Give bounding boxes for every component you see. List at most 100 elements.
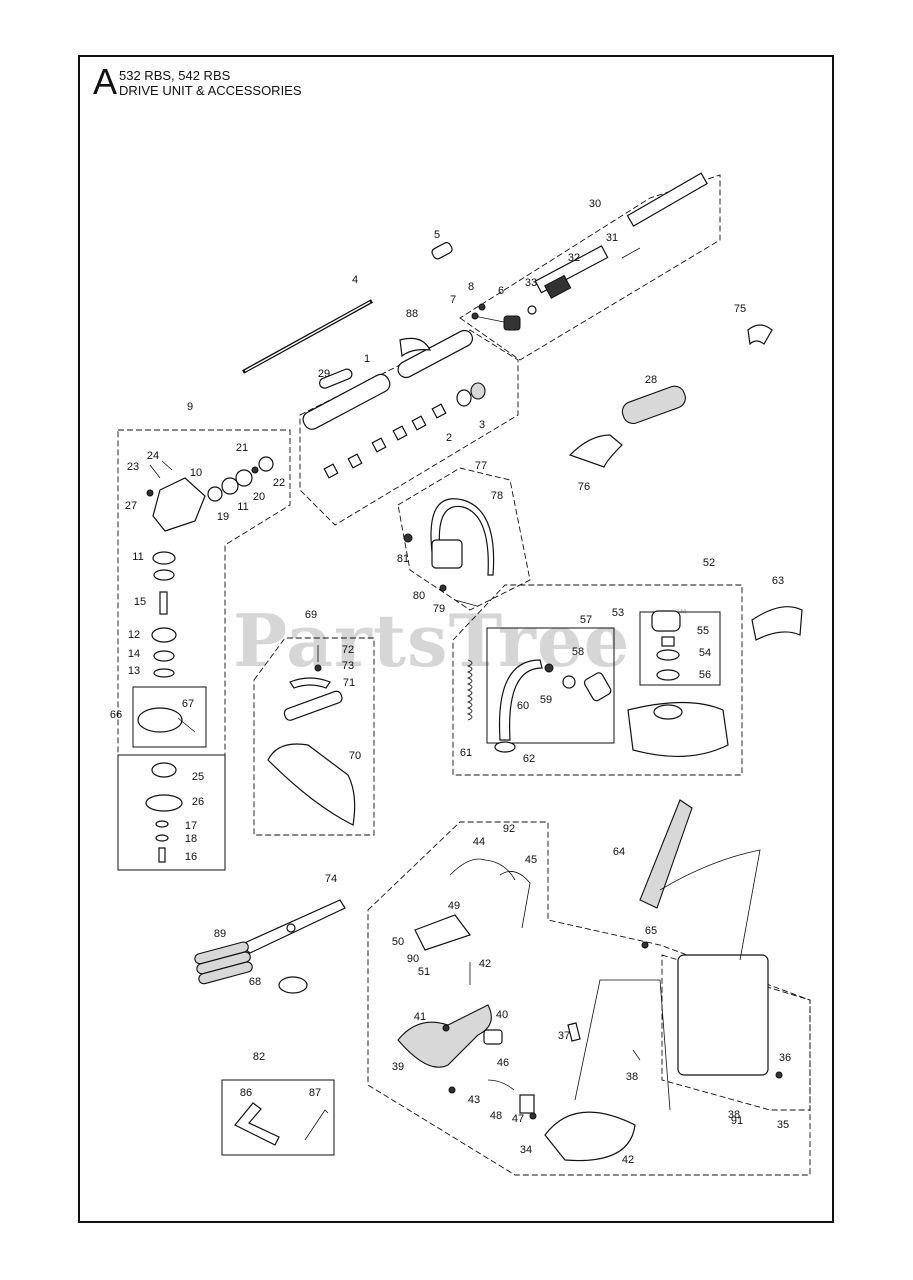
callout-17: 17 — [185, 820, 197, 832]
callout-19: 19 — [217, 511, 229, 523]
part-67-cover — [137, 707, 183, 733]
callout-42: 42 — [622, 1154, 634, 1166]
callout-16: 16 — [185, 851, 197, 863]
callout-68: 68 — [249, 976, 261, 988]
callout-5: 5 — [434, 229, 440, 241]
callout-31: 31 — [606, 232, 618, 244]
callout-3: 3 — [479, 419, 485, 431]
callout-labels: 1234567891011111213141516171819202122232… — [110, 198, 791, 1166]
part-34-ring — [527, 305, 537, 315]
group-outline-26 — [117, 754, 226, 871]
part-11-bearing-lower — [152, 551, 176, 565]
part-25-screw — [161, 460, 173, 471]
part-46-cable — [499, 871, 531, 929]
callout-6: 6 — [498, 285, 504, 297]
callout-49: 49 — [448, 900, 460, 912]
part-39-screw — [632, 1049, 641, 1061]
part-81-washer — [439, 584, 447, 592]
part-7-head — [471, 312, 479, 320]
part-38-strap-loop — [567, 1022, 581, 1042]
callout-44: 44 — [473, 836, 485, 848]
callout-59: 59 — [540, 694, 552, 706]
part-80-screw — [454, 599, 478, 607]
callout-13: 13 — [128, 665, 140, 677]
callout-22: 22 — [273, 477, 285, 489]
callout-76: 76 — [578, 481, 590, 493]
part-17-bolt — [158, 847, 166, 863]
part-19-nut — [155, 834, 169, 842]
part-45-cable — [449, 858, 516, 881]
callout-14: 14 — [128, 648, 140, 660]
callout-80: 80 — [413, 590, 425, 602]
callout-89: 89 — [214, 928, 226, 940]
part-16-ring — [153, 569, 175, 581]
part-64-strap — [751, 606, 803, 641]
part-3-ring-b — [470, 382, 486, 400]
group-outline-54 — [639, 611, 721, 686]
callout-33: 33 — [525, 277, 537, 289]
part-53-tank-cap — [653, 704, 683, 720]
section-letter: A — [93, 61, 118, 102]
callout-42: 42 — [479, 958, 491, 970]
part-47-wire — [487, 1079, 515, 1091]
callout-81: 81 — [397, 553, 409, 565]
part-53-fuel-tank — [627, 701, 729, 757]
part-72-clamp — [289, 677, 331, 689]
callout-90: 90 — [407, 953, 419, 965]
part-60-filter — [544, 663, 554, 673]
callout-56: 56 — [699, 669, 711, 681]
part-35-frame-rails — [574, 979, 671, 1111]
part-8-screw — [478, 303, 486, 311]
part-1-tube-b — [397, 329, 473, 379]
part-63-clamp — [494, 741, 516, 753]
part-54-cap — [651, 610, 681, 632]
part-41-switch — [483, 1029, 503, 1045]
part-71-sleeve — [283, 690, 343, 721]
part-24-screw — [149, 464, 161, 479]
part-50-bracket — [414, 914, 471, 951]
callout-75: 75 — [734, 303, 746, 315]
part-55-gasket — [656, 649, 680, 661]
part-49-bracket — [519, 1094, 535, 1114]
callout-7: 7 — [450, 294, 456, 306]
callout-4: 4 — [352, 274, 358, 286]
callout-72: 72 — [342, 644, 354, 656]
part-11-bearing — [221, 477, 239, 495]
callout-67: 67 — [182, 698, 194, 710]
group-outline-1 — [299, 329, 519, 526]
callout-66: 66 — [110, 709, 122, 721]
callout-46: 46 — [497, 1057, 509, 1069]
diagram-frame — [78, 55, 834, 1223]
part-4-shaft-highlight — [244, 301, 371, 372]
part-7-screw — [473, 315, 505, 323]
part-14-ring — [153, 650, 175, 662]
callout-52: 52 — [703, 557, 715, 569]
part-15-shaft — [159, 591, 168, 615]
diagram-title: DRIVE UNIT & ACCESSORIES — [119, 83, 302, 98]
part-59-grommet — [562, 675, 576, 689]
callout-10: 10 — [190, 467, 202, 479]
callout-34: 34 — [520, 1144, 532, 1156]
callout-88: 88 — [406, 308, 418, 320]
callout-58: 58 — [572, 646, 584, 658]
callout-38: 38 — [728, 1109, 740, 1121]
callout-77: 77 — [475, 460, 487, 472]
callout-15: 15 — [134, 596, 146, 608]
part-23-circlip — [258, 456, 274, 472]
part-3-ring-a — [456, 389, 472, 407]
callout-64: 64 — [613, 846, 625, 858]
part-13-circlip — [153, 668, 175, 678]
part-89-cover — [399, 337, 432, 358]
part-74-nut — [314, 664, 322, 672]
callout-29: 29 — [318, 368, 330, 380]
callout-86: 86 — [240, 1087, 252, 1099]
callout-1: 1 — [364, 353, 370, 365]
callout-50: 50 — [392, 936, 404, 948]
part-48-nut — [529, 1112, 537, 1120]
callout-45: 45 — [525, 854, 537, 866]
part-88-hex-key — [304, 1109, 329, 1141]
group-outline-36 — [661, 954, 811, 1111]
callout-20: 20 — [253, 491, 265, 503]
model-list: 532 RBS, 542 RBS — [119, 68, 231, 83]
part-57-seal — [656, 669, 680, 681]
